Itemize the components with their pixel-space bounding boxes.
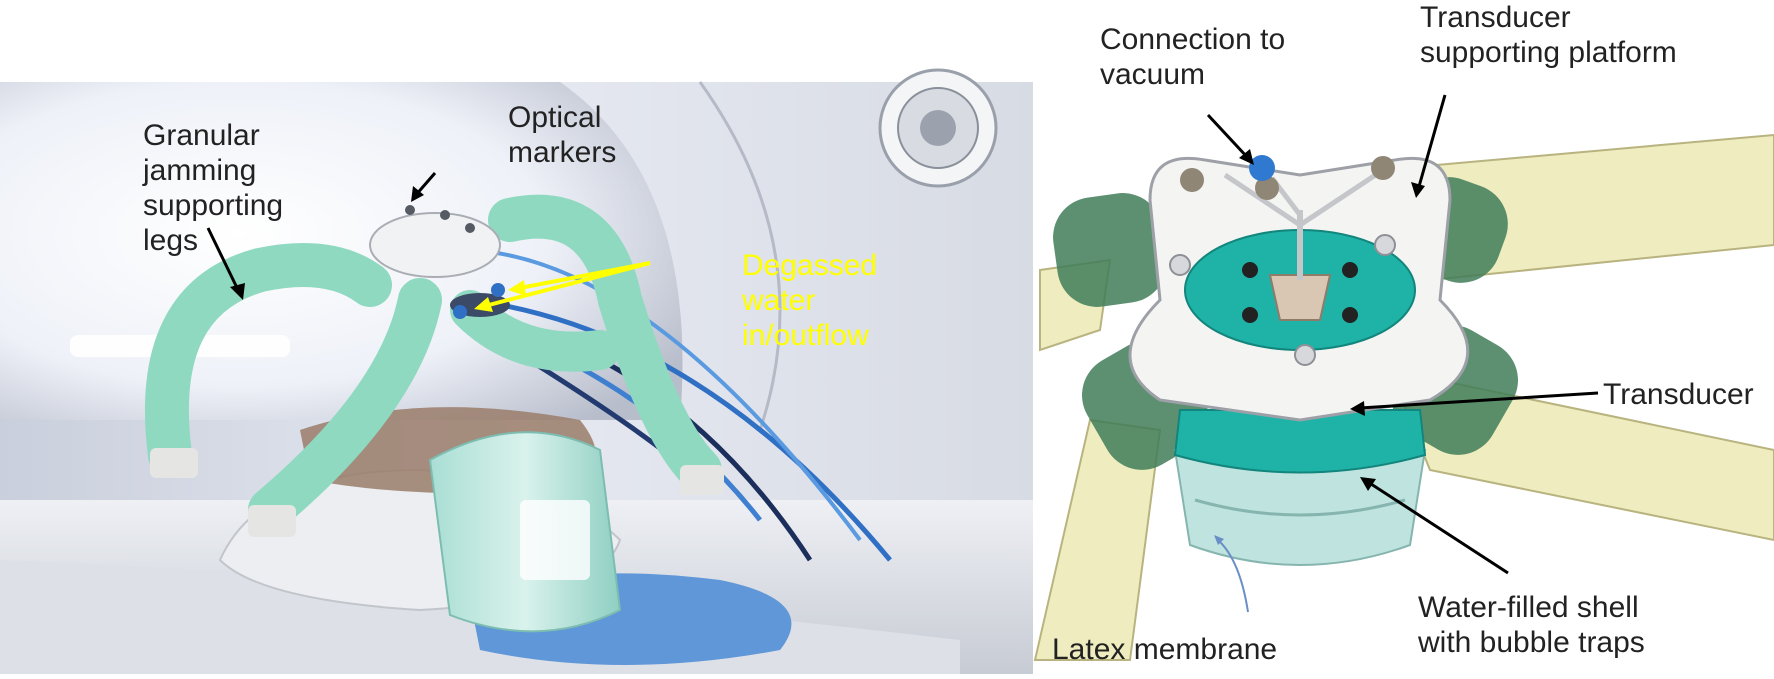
foam-leg-right [488,194,722,492]
leg-foot-1 [150,448,198,478]
cad-scene [1033,133,1774,661]
label-latex-membrane: Latex membrane [1052,633,1278,666]
tube-5 [469,248,862,542]
tube-1 [469,297,892,562]
mesh-sleeve-1 [1053,193,1167,307]
cad-marker-2 [1255,176,1279,200]
arrow-legs [206,227,242,295]
arrow-vacuum [1206,113,1250,160]
bore-seam [698,81,782,431]
label-water-shell: Water-filled shell with bubble traps [1418,591,1645,659]
label-degassed-water: Degassed water in/outflow [742,249,878,352]
foam-leg-left [145,243,392,477]
photo-scene [0,68,1033,674]
arrow-degassed-2 [484,261,651,308]
label-optical-markers: Optical markers [508,101,617,169]
center-hub [1268,274,1332,321]
optical-marker-2 [440,210,450,220]
optical-marker-3 [465,223,475,233]
arrow-water-shell [1367,480,1509,575]
arrow-latex [1217,539,1249,613]
label-connection-vacuum: Connection to vacuum [1100,23,1286,91]
leg-foot-3 [680,465,724,495]
label-transducer-platform: Transducer supporting platform [1420,1,1677,69]
label-granular-legs: Granular jamming supporting legs [143,119,284,257]
optical-marker-1 [405,205,415,215]
arrow-platform [1416,94,1447,191]
transducer-band [1173,409,1427,474]
foam-leg-front [248,278,442,532]
cad-marker-1 [1180,168,1204,192]
water-port-1 [491,283,505,297]
foam-leg-back [450,290,620,372]
leg-foot-2 [248,505,296,537]
arrow-transducer [1359,391,1599,410]
water-port-2 [453,305,467,319]
vacuum-connector [1249,155,1275,181]
label-transducer: Transducer [1603,378,1754,411]
cad-marker-3 [1371,156,1395,180]
